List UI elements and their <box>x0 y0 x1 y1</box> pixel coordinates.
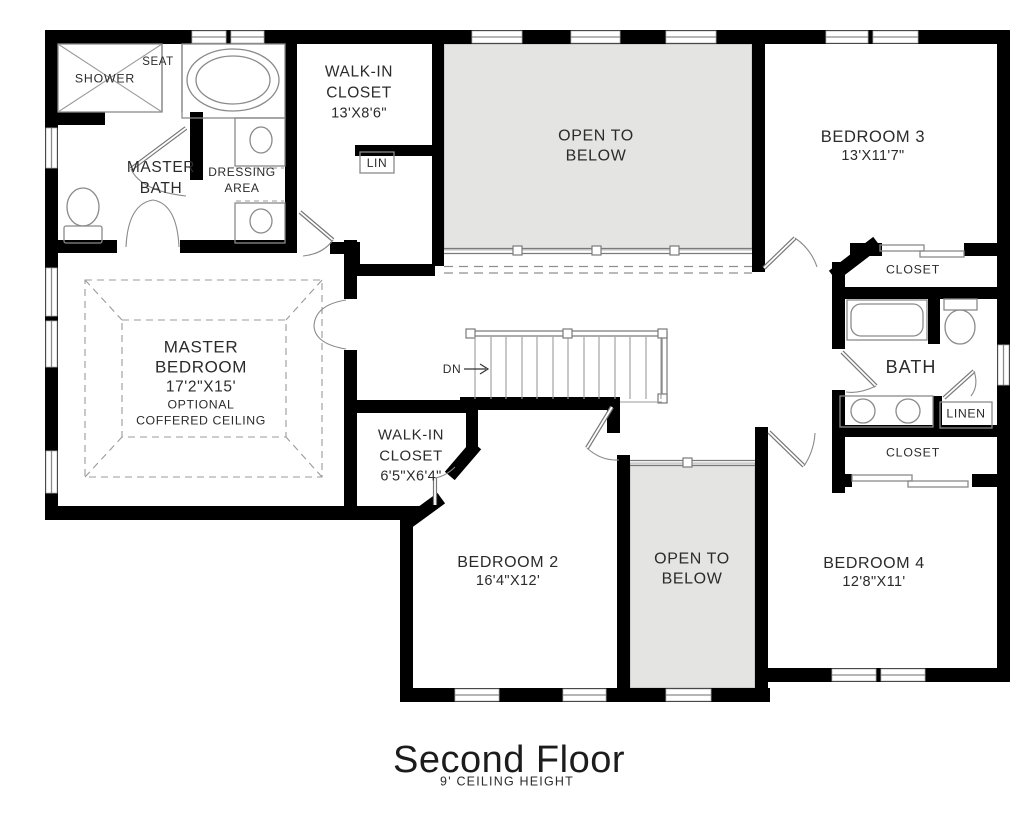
stair-treads <box>474 337 662 403</box>
walk-in-closet-top-door <box>298 210 335 257</box>
down-arrow <box>464 363 490 375</box>
bath-tub-fixture <box>846 299 928 341</box>
shower-fixture <box>57 43 183 113</box>
linen-door <box>942 369 977 400</box>
closet-bedroom3-label: CLOSET <box>886 262 940 277</box>
toilet-fixture-master <box>63 187 103 244</box>
bedroom2-door <box>585 405 620 461</box>
bedroom4-door <box>767 430 816 468</box>
shower-label: SHOWER <box>74 71 136 86</box>
bedroom3-door <box>762 236 818 270</box>
open-to-below-top-area <box>443 43 753 251</box>
interior-walls <box>45 30 997 702</box>
bath-toilet-fixture <box>943 298 978 345</box>
lin-label: LIN <box>366 155 388 170</box>
stairs-dn-label: DN <box>442 361 462 376</box>
windows <box>45 30 1010 702</box>
page-subtitle: 9' CEILING HEIGHT <box>440 774 574 789</box>
hall-dashed-lines <box>444 265 752 274</box>
bath-label: BATH <box>885 357 937 378</box>
closet-sliding-doors-bedroom4 <box>851 474 969 488</box>
master-bath-cased-opening <box>125 199 180 248</box>
railing-open-to-below-top <box>444 245 752 256</box>
walk-in-closet-bottom-door <box>432 466 456 505</box>
linen-label: LINEN <box>946 406 986 421</box>
lin-closet-box <box>359 151 395 174</box>
open-to-below-bottom-area <box>629 462 756 689</box>
master-bedroom-label: MASTER BEDROOM 17'2"X15' OPTIONAL COFFER… <box>136 337 266 428</box>
bath-double-sinks <box>839 395 934 428</box>
closet-sliding-doors-bedroom3 <box>879 244 965 258</box>
water-closet-door <box>129 126 188 197</box>
dressing-vanity-sinks <box>234 117 286 244</box>
railing-open-to-below-bottom <box>630 457 755 468</box>
coffered-ceiling-outline <box>84 279 323 478</box>
seat-label: SEAT <box>142 56 174 69</box>
stairs <box>464 328 668 404</box>
linen-closet-box <box>939 401 993 429</box>
soaking-tub-fixture <box>181 43 286 119</box>
closet-bedroom4-label: CLOSET <box>886 445 940 460</box>
bath-door <box>840 350 878 393</box>
master-bedroom-double-doors <box>313 299 347 350</box>
page-title: Second Floor <box>392 739 626 782</box>
